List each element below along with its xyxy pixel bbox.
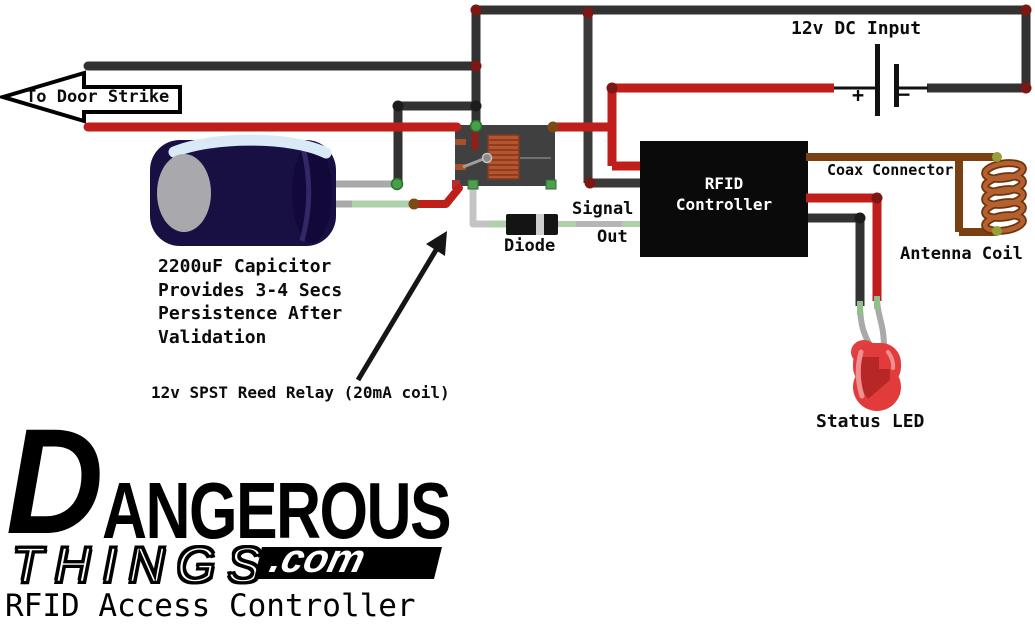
label-battery-minus: −: [898, 82, 911, 106]
logo-subtitle: RFID Access Controller: [5, 588, 416, 624]
logo-wordmark: ANGEROUS: [102, 466, 452, 555]
capacitor-note-line: Provides 3-4 Secs: [158, 279, 343, 301]
label-relay-note: 12v SPST Reed Relay (20mA coil): [151, 383, 450, 402]
status-led-icon: [851, 296, 901, 411]
label-coax-connector: Coax Connector: [827, 161, 954, 179]
label-battery-plus: +: [852, 83, 865, 107]
signal-wiring: [469, 183, 642, 228]
label-antenna-coil: Antenna Coil: [900, 244, 1023, 264]
diode-icon: [506, 214, 558, 235]
antenna-coil-icon: [981, 159, 1027, 235]
label-door-strike: To Door Strike: [26, 87, 170, 107]
label-signal: Signal: [572, 199, 634, 219]
logo-initial: D: [6, 397, 104, 565]
rfid-controller-label: RFID Controller: [640, 174, 808, 215]
logo-domain: .com: [265, 537, 370, 581]
logo-second-word: THINGS: [11, 537, 273, 593]
rfid-controller-icon: [640, 141, 808, 257]
label-status-led: Status LED: [816, 411, 925, 432]
logo-domain-band: .com: [254, 537, 442, 581]
junction-dots: [390, 4, 1032, 236]
battery-icon: [834, 44, 928, 116]
label-signal-out: Out: [597, 227, 628, 247]
rfid-label-line2: Controller: [675, 194, 773, 214]
label-diode: Diode: [504, 236, 556, 256]
capacitor-note-line: 2200uF Capicitor: [158, 256, 332, 277]
relay-pointer-arrow-icon: [355, 231, 447, 382]
capacitor-note-line: Validation: [158, 326, 267, 348]
led-wiring: [806, 193, 882, 301]
capacitor-note: 2200uF Capicitor Provides 3-4 Secs Persi…: [158, 255, 342, 349]
label-dc-input: 12v DC Input: [791, 18, 922, 39]
door-strike-arrow-icon: [0, 70, 182, 124]
capacitor-note-line: Persistence After: [158, 303, 343, 324]
rfid-label-line1: RFID: [704, 174, 744, 193]
capacitor-icon: [150, 134, 336, 246]
capacitor-leads: [332, 180, 414, 208]
reed-relay-icon: [452, 125, 557, 190]
